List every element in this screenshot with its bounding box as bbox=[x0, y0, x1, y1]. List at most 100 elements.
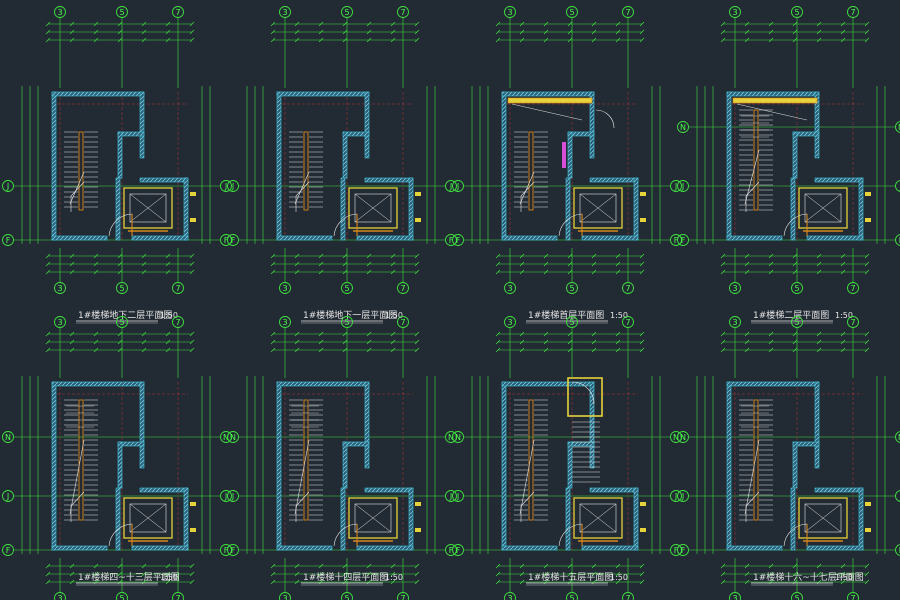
dimension-tick bbox=[165, 261, 171, 267]
dimension-tick bbox=[615, 339, 621, 345]
dimension-tick bbox=[45, 253, 51, 259]
axis-bubble-right-J: J bbox=[224, 492, 227, 501]
dimension-tick bbox=[414, 579, 420, 585]
dimension-tick bbox=[840, 331, 846, 337]
wall-bottom-left bbox=[51, 545, 108, 551]
axis-bubble-bottom-7-circle bbox=[847, 592, 859, 600]
dimension-tick bbox=[744, 339, 750, 345]
dimension-tick bbox=[93, 339, 99, 345]
dimension-tick bbox=[390, 571, 396, 577]
axis-bubble-bottom-5: 5 bbox=[794, 284, 799, 293]
dimension-tick bbox=[165, 331, 171, 337]
wall-bottom-right bbox=[131, 235, 189, 241]
dimension-tick bbox=[366, 339, 372, 345]
axis-bubble-left-J-circle bbox=[2, 490, 14, 502]
dimension-tick bbox=[744, 563, 750, 569]
dimension-tick bbox=[744, 347, 750, 353]
wall-partition bbox=[790, 487, 796, 551]
axis-bubble-top-5: 5 bbox=[569, 318, 574, 327]
axis-bubble-top-3: 3 bbox=[57, 8, 62, 17]
dimension-tick bbox=[543, 29, 549, 35]
axis-bubble-left-F-circle bbox=[227, 544, 239, 556]
dimension-tick bbox=[864, 563, 870, 569]
wall-step bbox=[814, 177, 864, 183]
dimension-tick bbox=[69, 29, 75, 35]
elevator-shaft bbox=[573, 187, 623, 229]
wall-left bbox=[726, 381, 732, 551]
window-mark bbox=[415, 502, 421, 506]
dimension-tick bbox=[414, 261, 420, 267]
axis-bubble-top-5-circle bbox=[116, 6, 128, 18]
axis-bubble-right-N: N bbox=[448, 433, 454, 442]
dimension-tick bbox=[792, 253, 798, 259]
dimension-tick bbox=[69, 253, 75, 259]
wall-bottom-right bbox=[806, 545, 864, 551]
axis-bubble-left-F: F bbox=[456, 546, 461, 555]
axis-bubble-right-J-circle bbox=[895, 180, 900, 192]
dimension-tick bbox=[864, 261, 870, 267]
dimension-tick bbox=[744, 261, 750, 267]
dimension-tick bbox=[543, 339, 549, 345]
axis-bubble-bottom-3-circle bbox=[279, 282, 291, 294]
dimension-tick bbox=[189, 253, 195, 259]
dimension-tick bbox=[414, 37, 420, 43]
axis-bubble-top-7: 7 bbox=[175, 318, 180, 327]
stair-handrail bbox=[753, 109, 759, 211]
wall-stair-right bbox=[364, 381, 370, 469]
axis-bubble-left-J: J bbox=[681, 492, 684, 501]
dimension-tick bbox=[615, 579, 621, 585]
dimension-tick bbox=[270, 253, 276, 259]
dimension-tick bbox=[93, 29, 99, 35]
dimension-tick bbox=[519, 571, 525, 577]
axis-bubble-top-5: 5 bbox=[119, 8, 124, 17]
dimension-tick bbox=[639, 29, 645, 35]
dimension-tick bbox=[270, 21, 276, 27]
dimension-tick bbox=[414, 253, 420, 259]
stair-handrail bbox=[78, 131, 84, 211]
dimension-tick bbox=[270, 331, 276, 337]
axis-bubble-left-N-circle bbox=[677, 121, 689, 133]
axis-bubble-right-J-circle bbox=[220, 490, 232, 502]
dimension-tick bbox=[141, 253, 147, 259]
dimension-tick bbox=[567, 29, 573, 35]
axis-bubble-top-7: 7 bbox=[625, 318, 630, 327]
axis-bubble-left-J: J bbox=[456, 182, 459, 191]
dimension-tick bbox=[342, 571, 348, 577]
dimension-tick bbox=[543, 253, 549, 259]
dimension-tick bbox=[294, 563, 300, 569]
dimension-tick bbox=[270, 347, 276, 353]
stair-handrail bbox=[78, 399, 84, 521]
dimension-tick bbox=[165, 571, 171, 577]
wall-core-left bbox=[117, 131, 123, 179]
stair-arrow bbox=[745, 181, 760, 212]
dimension-tick bbox=[591, 331, 597, 337]
dimension-tick bbox=[342, 37, 348, 43]
dimension-tick bbox=[318, 29, 324, 35]
wall-left bbox=[51, 381, 57, 551]
dimension-tick bbox=[567, 339, 573, 345]
stair-direction-line bbox=[519, 439, 535, 515]
dimension-tick bbox=[840, 339, 846, 345]
wall-right bbox=[183, 487, 189, 551]
axis-bubble-top-3-circle bbox=[54, 316, 66, 328]
dimension-tick bbox=[270, 261, 276, 267]
dimension-tick bbox=[366, 331, 372, 337]
wall-top bbox=[276, 91, 370, 97]
axis-bubble-top-7: 7 bbox=[625, 8, 630, 17]
dimension-tick bbox=[414, 563, 420, 569]
dimension-tick bbox=[792, 331, 798, 337]
axis-bubble-top-5-circle bbox=[116, 316, 128, 328]
wall-step bbox=[814, 487, 864, 493]
dimension-tick bbox=[864, 21, 870, 27]
dimension-tick bbox=[567, 571, 573, 577]
window-mark bbox=[190, 192, 196, 196]
wall-left bbox=[501, 91, 507, 241]
axis-bubble-right-J-circle bbox=[670, 180, 682, 192]
dimension-tick bbox=[294, 579, 300, 585]
dimension-tick bbox=[294, 37, 300, 43]
elevator-shaft bbox=[348, 187, 398, 229]
dimension-tick bbox=[744, 37, 750, 43]
elevator-cross bbox=[354, 193, 392, 223]
